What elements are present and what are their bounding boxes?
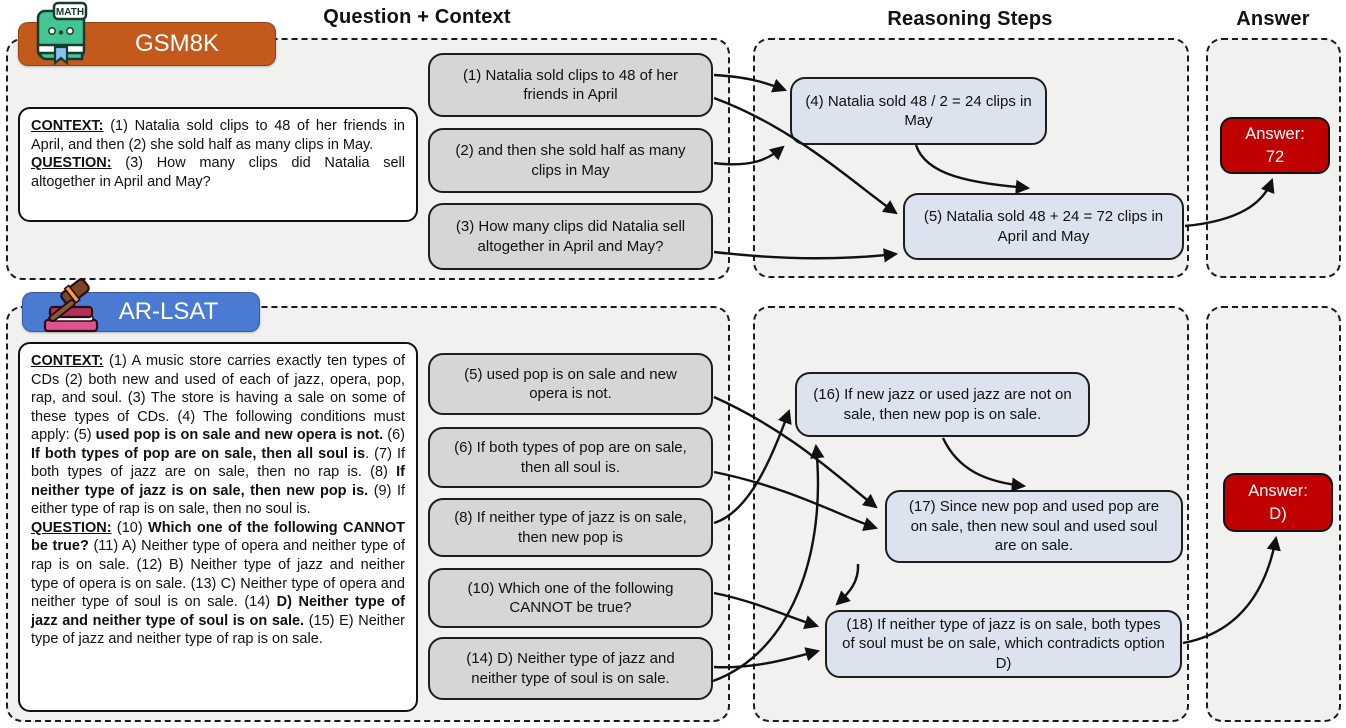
arlsat-answer-box: Answer: D) bbox=[1223, 473, 1333, 532]
header-question-context: Question + Context bbox=[323, 6, 511, 28]
arlsat-sentence-6: (6) If both types of pop are on sale, th… bbox=[428, 427, 713, 488]
math-book-icon: MATH bbox=[28, 1, 94, 67]
gavel-books-icon bbox=[33, 276, 105, 338]
arlsat-step-18: (18) If neither type of jazz is on sale,… bbox=[825, 610, 1182, 678]
arlsat-sentence-5: (5) used pop is on sale and new opera is… bbox=[428, 353, 713, 415]
math-book-icon-label: MATH bbox=[56, 7, 84, 18]
gsm8k-context-box: CONTEXT: (1) Natalia sold clips to 48 of… bbox=[18, 107, 418, 222]
arlsat-sentence-10: (10) Which one of the following CANNOT b… bbox=[428, 568, 713, 628]
arlsat-sentence-14: (14) D) Neither type of jazz and neither… bbox=[428, 637, 713, 700]
gsm8k-answer-box: Answer: 72 bbox=[1220, 117, 1330, 174]
arlsat-step-16: (16) If new jazz or used jazz are not on… bbox=[795, 372, 1090, 437]
gsm8k-step-4: (4) Natalia sold 48 / 2 = 24 clips in Ma… bbox=[790, 77, 1047, 145]
header-answer: Answer bbox=[1236, 8, 1310, 30]
arlsat-answer-prefix: Answer: bbox=[1248, 482, 1308, 501]
gsm8k-sentence-3: (3) How many clips did Natalia sell alto… bbox=[428, 203, 713, 270]
arlsat-badge-label: AR-LSAT bbox=[118, 298, 219, 325]
arlsat-context-box: CONTEXT: (1) A music store carries exact… bbox=[18, 342, 418, 712]
gsm8k-badge-label: GSM8K bbox=[134, 30, 220, 57]
gsm8k-step-5: (5) Natalia sold 48 + 24 = 72 clips in A… bbox=[903, 193, 1184, 260]
gsm8k-sentence-1: (1) Natalia sold clips to 48 of her frie… bbox=[428, 53, 713, 117]
gsm8k-sentence-2: (2) and then she sold half as many clips… bbox=[428, 128, 713, 193]
gsm8k-answer-value: 72 bbox=[1265, 147, 1285, 166]
arlsat-answer-value: D) bbox=[1269, 504, 1287, 523]
arlsat-sentence-8: (8) If neither type of jazz is on sale, … bbox=[428, 498, 713, 557]
header-reasoning-steps: Reasoning Steps bbox=[887, 8, 1053, 30]
arlsat-step-17: (17) Since new pop and used pop are on s… bbox=[885, 490, 1183, 563]
gsm8k-answer-prefix: Answer: bbox=[1245, 125, 1305, 144]
